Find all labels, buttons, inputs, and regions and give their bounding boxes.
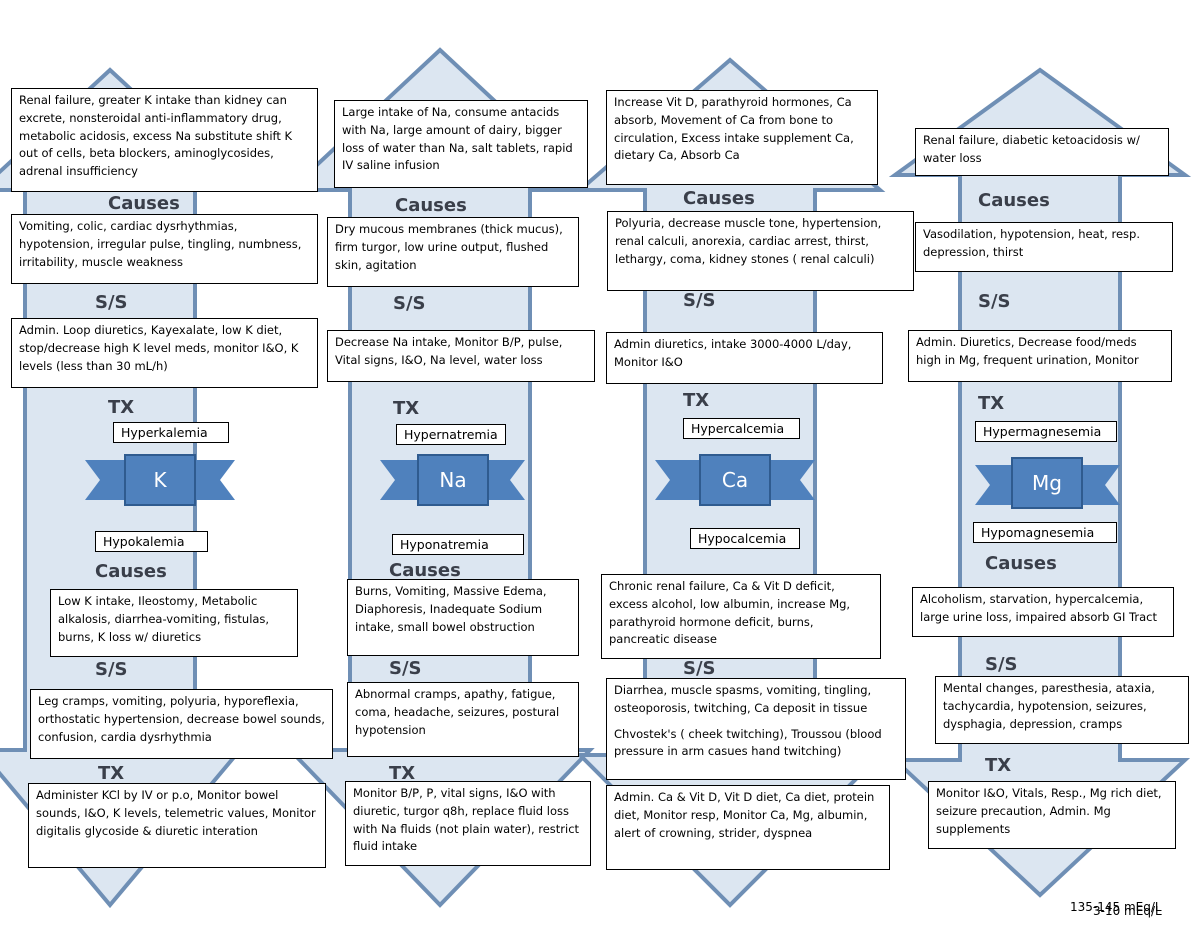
k-high-label: Hyperkalemia	[113, 422, 229, 443]
mg-low-causes-box: Alcoholism, starvation, hypercalcemia, l…	[912, 587, 1174, 637]
section-tx-mg-high: TX	[978, 393, 1005, 414]
ca-low-causes-box: Chronic renal failure, Ca & Vit D defici…	[601, 574, 881, 659]
section-tx-mg-low: TX	[985, 755, 1012, 776]
k-low-tx-box: Administer KCl by IV or p.o, Monitor bow…	[28, 783, 326, 868]
na-low-tx-box: Monitor B/P, P, vital signs, I&O with di…	[345, 781, 591, 866]
na-low-label: Hyponatremia	[392, 534, 524, 555]
mg-low-ss-box: Mental changes, paresthesia, ataxia, tac…	[935, 676, 1189, 744]
na-low-ss-box: Abnormal cramps, apathy, fatigue, coma, …	[347, 682, 579, 757]
section-tx-ca-high: TX	[683, 390, 710, 411]
ca-high-label: Hypercalcemia	[683, 418, 800, 439]
section-ss-k-high: S/S	[95, 292, 128, 313]
ribbon-mg	[975, 457, 1120, 509]
ribbon-k	[85, 454, 235, 506]
section-causes-k-high: Causes	[108, 193, 180, 214]
ribbon-ca	[655, 454, 815, 506]
symbol-ca: Ca	[721, 468, 749, 492]
section-ss-ca-high: S/S	[683, 290, 716, 311]
range-text-2: 3-10 mEq/L	[1093, 904, 1162, 918]
ca-low-ss-box: Diarrhea, muscle spasms, vomiting, tingl…	[606, 678, 906, 780]
ca-high-ss-box: Polyuria, decrease muscle tone, hyperten…	[607, 211, 914, 291]
section-causes-ca-high: Causes	[683, 188, 755, 209]
section-ss-mg-low: S/S	[985, 654, 1018, 675]
section-ss-k-low: S/S	[95, 659, 128, 680]
na-high-label: Hypernatremia	[396, 424, 506, 445]
na-high-causes-box: Large intake of Na, consume antacids wit…	[334, 100, 588, 188]
mg-high-ss-box: Vasodilation, hypotension, heat, resp. d…	[915, 222, 1173, 272]
ca-high-tx-box: Admin diuretics, intake 3000-4000 L/day,…	[606, 332, 883, 384]
k-high-ss-box: Vomiting, colic, cardiac dysrhythmias, h…	[11, 214, 318, 284]
section-causes-mg-high: Causes	[978, 190, 1050, 211]
section-ss-mg-high: S/S	[978, 291, 1011, 312]
symbol-na: Na	[439, 468, 467, 492]
na-high-ss-box: Dry mucous membranes (thick mucus), firm…	[327, 217, 579, 287]
mg-high-causes-box: Renal failure, diabetic ketoacidosis w/ …	[915, 128, 1169, 176]
section-tx-na-low: TX	[389, 763, 416, 784]
mg-high-tx-box: Admin. Diuretics, Decrease food/meds hig…	[908, 330, 1172, 382]
section-causes-na-high: Causes	[395, 195, 467, 216]
k-low-label: Hypokalemia	[95, 531, 208, 552]
ca-low-label: Hypocalcemia	[690, 528, 800, 549]
mg-low-label: Hypomagnesemia	[973, 522, 1117, 543]
k-high-causes-box: Renal failure, greater K intake than kid…	[11, 88, 318, 192]
symbol-mg: Mg	[1032, 471, 1062, 495]
ca-high-causes-box: Increase Vit D, parathyroid hormones, Ca…	[606, 90, 878, 185]
mg-high-label: Hypermagnesemia	[975, 421, 1117, 442]
range-text-1: 135-145 mEq/L	[1070, 900, 1162, 914]
na-high-tx-box: Decrease Na intake, Monitor B/P, pulse, …	[327, 330, 595, 382]
section-ss-na-low: S/S	[389, 658, 422, 679]
section-causes-mg-low: Causes	[985, 553, 1057, 574]
section-ss-na-high: S/S	[393, 293, 426, 314]
k-high-tx-box: Admin. Loop diuretics, Kayexalate, low K…	[11, 318, 318, 388]
ca-low-ss-text-2: Chvostek's ( cheek twitching), Troussou …	[614, 726, 882, 759]
na-low-causes-box: Burns, Vomiting, Massive Edema, Diaphore…	[347, 579, 579, 656]
section-tx-na-high: TX	[393, 398, 420, 419]
mg-low-tx-box: Monitor I&O, Vitals, Resp., Mg rich diet…	[928, 781, 1176, 849]
ca-low-ss-text: Diarrhea, muscle spasms, vomiting, tingl…	[614, 683, 872, 715]
section-tx-k-low: TX	[98, 763, 125, 784]
section-causes-na-low: Causes	[389, 560, 461, 581]
ribbon-na	[380, 454, 525, 506]
symbol-k: K	[153, 468, 167, 492]
section-tx-k-high: TX	[108, 397, 135, 418]
k-low-ss-box: Leg cramps, vomiting, polyuria, hyporefl…	[30, 689, 333, 759]
k-low-causes-box: Low K intake, Ileostomy, Metabolic alkal…	[50, 589, 298, 657]
section-ss-ca-low: S/S	[683, 658, 716, 679]
section-causes-k-low: Causes	[95, 561, 167, 582]
ca-low-tx-box: Admin. Ca & Vit D, Vit D diet, Ca diet, …	[606, 785, 890, 870]
